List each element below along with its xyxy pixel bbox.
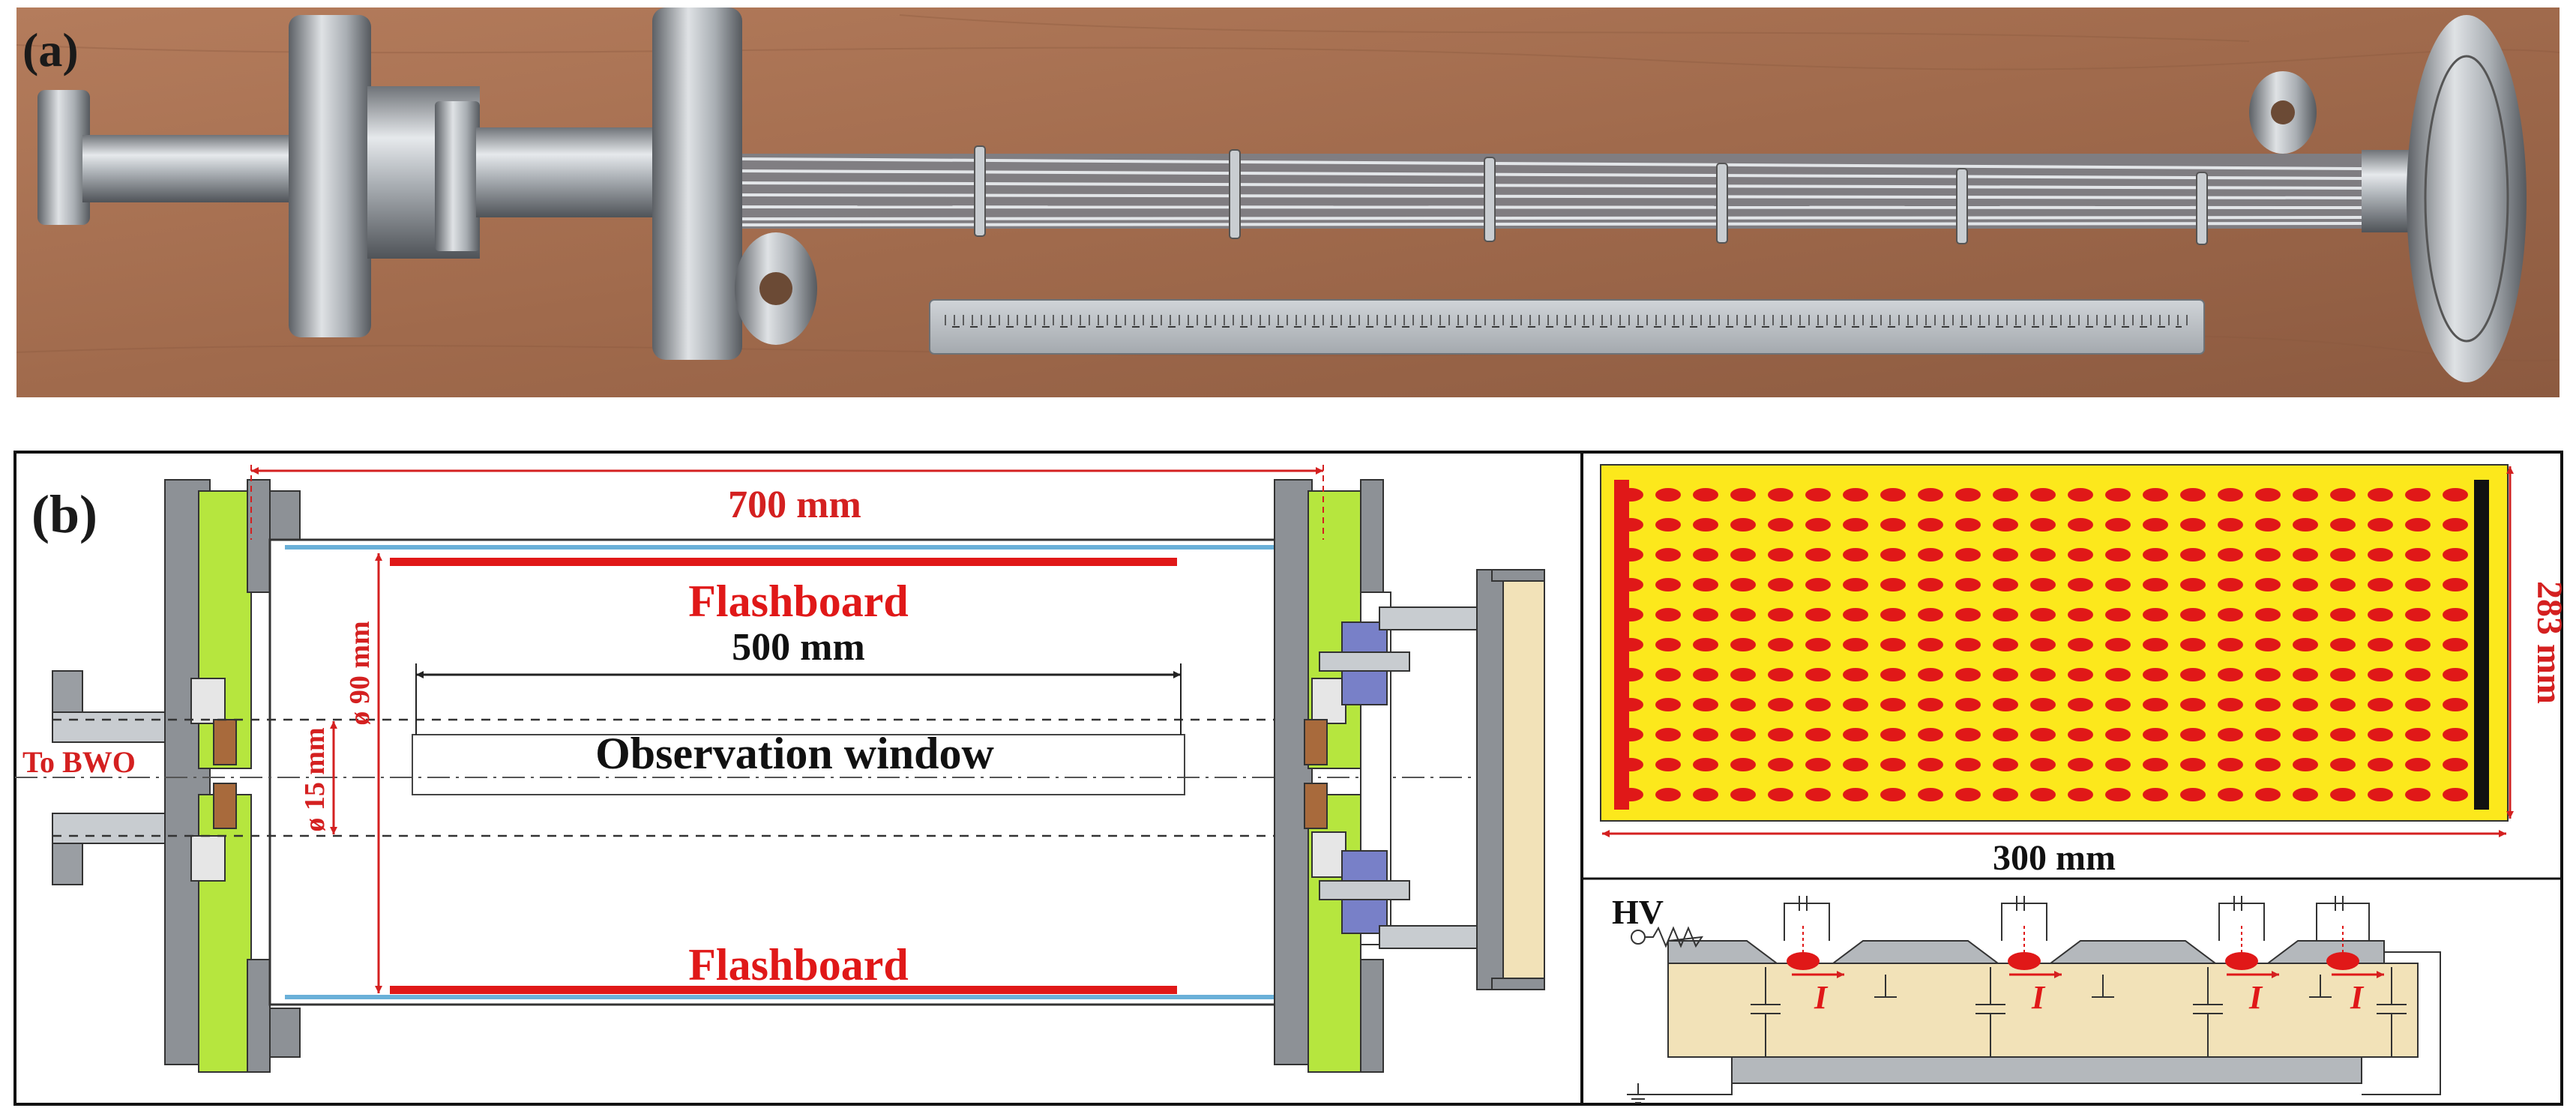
observation-window-box bbox=[412, 734, 1185, 795]
left-large-flange bbox=[289, 15, 371, 337]
rod-cage bbox=[741, 145, 2362, 245]
hv-label: HV bbox=[1612, 893, 1664, 931]
board-electrode-right bbox=[2474, 480, 2489, 810]
flashboard-top bbox=[390, 558, 1177, 566]
inner-diameter-label: ø 90 mm bbox=[344, 621, 376, 725]
surface-electrodes bbox=[1667, 940, 2385, 964]
board-width-label: 300 mm bbox=[1993, 838, 2116, 878]
board-electrode-left bbox=[1614, 480, 1629, 810]
right-large-flange bbox=[2407, 15, 2527, 382]
flashboard-top-label: Flashboard bbox=[688, 576, 908, 626]
left-small-flange bbox=[37, 90, 90, 225]
flashboard-top-view: 283 mm 300 mm bbox=[1600, 464, 2569, 878]
beam-diameter-label: ø 15 mm bbox=[299, 727, 331, 831]
electrode-dot-array bbox=[1619, 484, 2482, 810]
dielectric-substrate bbox=[1667, 963, 2419, 1058]
observation-window-label: Observation window bbox=[595, 729, 994, 778]
ground-plate bbox=[1731, 1056, 2362, 1084]
circuit-schematic: I I I I HV bbox=[1612, 893, 2441, 1104]
return-wire bbox=[2362, 951, 2441, 1095]
length-label: 700 mm bbox=[728, 484, 861, 526]
current-label-4: I bbox=[2350, 979, 2365, 1016]
panel-b-label: (b) bbox=[31, 484, 97, 544]
coupling-capacitors bbox=[1784, 896, 2370, 941]
left-pipe bbox=[82, 135, 300, 202]
end-window-flange bbox=[1379, 569, 1545, 990]
middle-pipe bbox=[476, 127, 663, 217]
hv-resistor bbox=[1645, 926, 1704, 948]
current-label-3: I bbox=[2248, 979, 2263, 1016]
flashboard-bottom-label: Flashboard bbox=[688, 940, 908, 990]
panel-a-label: (a) bbox=[22, 23, 79, 76]
ground-icon bbox=[1627, 1094, 1649, 1104]
current-label-1: I bbox=[1814, 979, 1829, 1016]
board-height-label: 283 mm bbox=[2530, 581, 2569, 704]
chamber-cross-section: 700 mm 500 mm Flashboard Flashboard Obse… bbox=[15, 465, 1545, 1073]
bwo-port-label: To BWO bbox=[22, 745, 136, 779]
steel-ruler bbox=[929, 299, 2205, 355]
center-flange bbox=[652, 7, 742, 360]
right-flange bbox=[1274, 479, 1313, 1065]
flashboard-bottom bbox=[390, 986, 1177, 994]
surface-discharges bbox=[1787, 952, 2258, 970]
window-length-label: 500 mm bbox=[732, 626, 865, 669]
chamber-tube bbox=[268, 538, 1306, 1006]
current-label-2: I bbox=[2031, 979, 2046, 1016]
substrate-capacitors bbox=[1751, 967, 2407, 1057]
panel-a-photo: (a) bbox=[16, 7, 2560, 397]
